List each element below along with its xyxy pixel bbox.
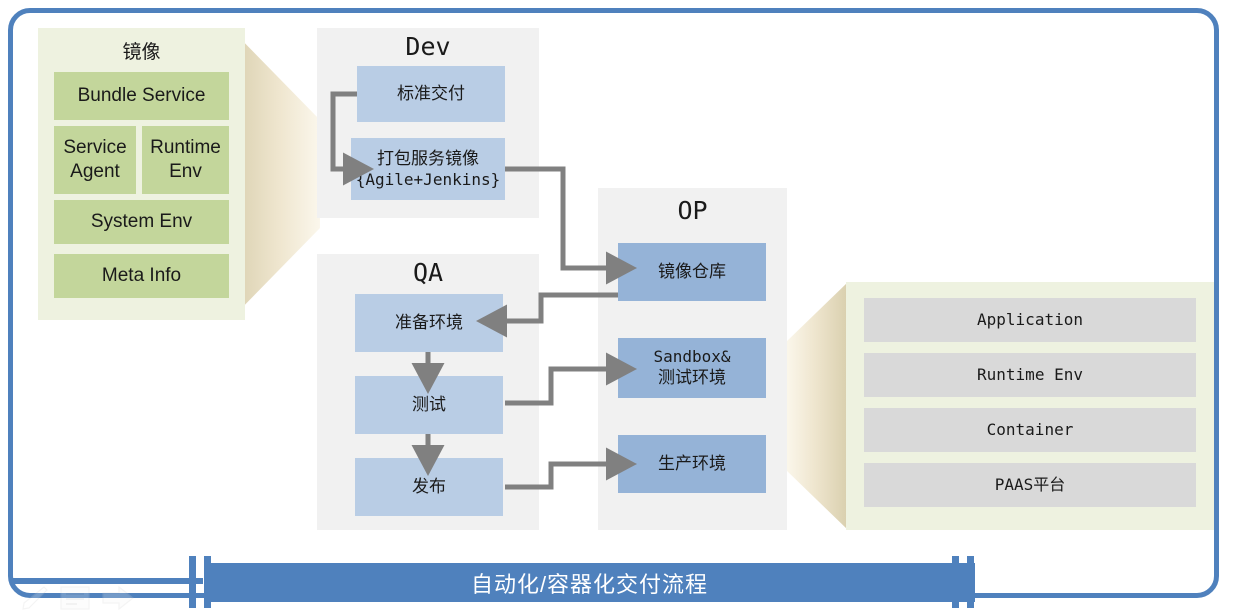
op-item-production-env[interactable]: 生产环境: [618, 435, 766, 493]
qa-item-prepare-env[interactable]: 准备环境: [355, 294, 503, 352]
stack-item-label: Runtime Env: [977, 365, 1083, 384]
banner-tick-right-outer: [967, 556, 974, 608]
stack-item-label: PAAS平台: [994, 475, 1066, 494]
stack-item-label: Application: [977, 310, 1083, 329]
image-item-service-agent[interactable]: Service Agent: [54, 126, 136, 194]
dev-item-label: 打包服务镜像: [377, 149, 479, 169]
qa-item-label: 测试: [412, 395, 446, 415]
dev-panel: Dev 标准交付 打包服务镜像 {Agile+Jenkins}: [317, 28, 539, 218]
image-item-bundle-service[interactable]: Bundle Service: [54, 72, 229, 120]
image-item-system-env[interactable]: System Env: [54, 200, 229, 244]
dev-item-label: 标准交付: [397, 84, 465, 104]
document-icon: [60, 586, 90, 610]
qa-item-label: 准备环境: [395, 313, 463, 333]
wedge-op-to-stack: [786, 282, 848, 530]
image-item-label: Bundle Service: [77, 85, 206, 107]
dev-item-sublabel: {Agile+Jenkins}: [355, 169, 501, 189]
image-item-label: Service Agent: [63, 137, 127, 182]
image-item-runtime-env[interactable]: Runtime Env: [142, 126, 229, 194]
image-panel-title: 镜像: [122, 42, 161, 63]
pencil-icon: [22, 586, 48, 610]
banner-rail-left: [13, 578, 203, 584]
wedge-image-to-dev: [230, 28, 320, 320]
stack-item-paas-platform[interactable]: PAAS平台: [864, 463, 1196, 507]
image-item-label: System Env: [90, 211, 193, 233]
op-panel-title: OP: [677, 196, 708, 225]
op-item-sublabel: 测试环境: [658, 368, 726, 388]
qa-panel-title: QA: [412, 258, 444, 287]
qa-item-test[interactable]: 测试: [355, 376, 503, 434]
qa-item-label: 发布: [412, 477, 446, 497]
bottom-banner-label: 自动化/容器化交付流程: [470, 571, 709, 597]
image-panel: 镜像 Bundle Service Service Agent Runtime …: [38, 28, 245, 320]
image-item-meta-info[interactable]: Meta Info: [54, 254, 229, 298]
dev-item-build-image[interactable]: 打包服务镜像 {Agile+Jenkins}: [351, 138, 505, 200]
dev-panel-title: Dev: [405, 32, 451, 61]
qa-item-release[interactable]: 发布: [355, 458, 503, 516]
op-item-sandbox-test-env[interactable]: Sandbox& 测试环境: [618, 338, 766, 398]
op-item-label: 生产环境: [658, 454, 726, 474]
qa-panel: QA 准备环境 测试 发布: [317, 254, 539, 530]
stack-item-application[interactable]: Application: [864, 298, 1196, 342]
op-item-label: Sandbox&: [653, 347, 731, 367]
bottom-banner: 自动化/容器化交付流程: [204, 563, 975, 602]
dev-item-standard-delivery[interactable]: 标准交付: [357, 66, 505, 122]
stack-item-container[interactable]: Container: [864, 408, 1196, 452]
stack-panel: Application Runtime Env Container PAAS平台: [846, 282, 1214, 530]
arrow-right-icon: [102, 585, 134, 611]
op-panel: OP 镜像仓库 Sandbox& 测试环境 生产环境: [598, 188, 787, 530]
op-item-image-registry[interactable]: 镜像仓库: [618, 243, 766, 301]
image-item-label: Meta Info: [101, 265, 182, 287]
stack-item-runtime-env[interactable]: Runtime Env: [864, 353, 1196, 397]
stack-item-label: Container: [986, 420, 1074, 439]
image-item-label: Runtime Env: [150, 137, 221, 182]
op-item-label: 镜像仓库: [658, 262, 726, 282]
banner-tick-right-inner: [952, 556, 959, 608]
